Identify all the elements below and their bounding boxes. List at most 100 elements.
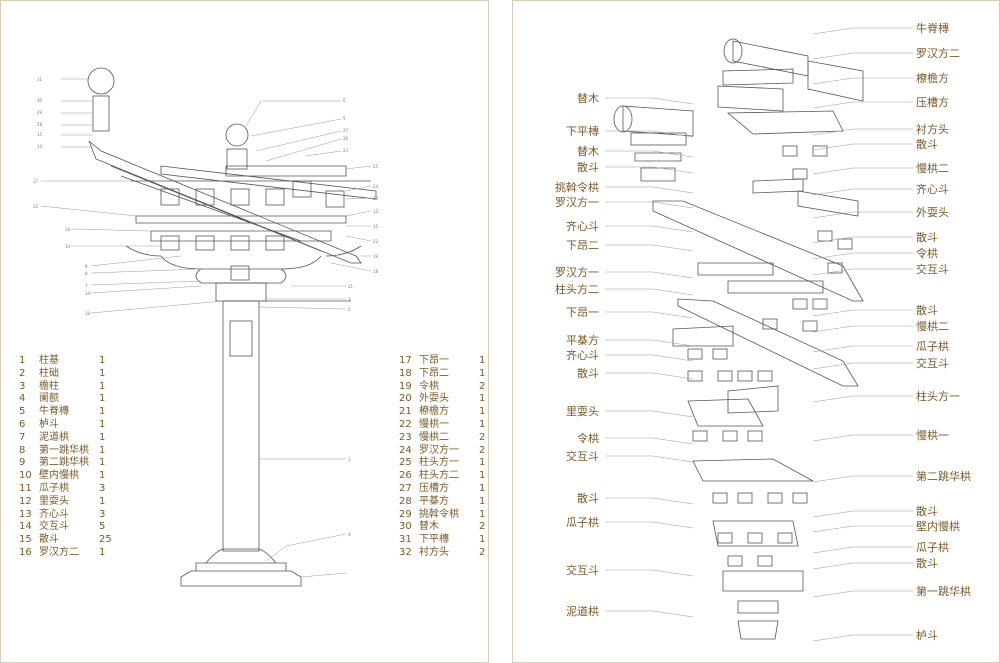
leader-line — [812, 562, 913, 570]
legend-num: 29 — [399, 508, 412, 520]
part-label: 第二跳华栱 — [916, 470, 971, 483]
legend-count: 2 — [479, 546, 486, 558]
legend-num: 15 — [19, 534, 32, 546]
legend-count: 3 — [99, 508, 106, 520]
leader-line — [812, 634, 913, 642]
leader-line — [605, 521, 694, 529]
lu-dou — [195, 268, 287, 284]
part-label: 外耍头 — [916, 206, 949, 219]
part-label: 交互斗 — [566, 564, 599, 577]
ling-gong — [125, 245, 362, 257]
liaoyan-fang — [160, 165, 377, 200]
legend-name: 衬方头 — [419, 546, 449, 558]
legend-num: 2 — [19, 367, 26, 379]
dou-cluster — [687, 145, 853, 567]
legend-count: 1 — [99, 367, 106, 379]
part-label: 令栱 — [577, 432, 599, 445]
legend-num: 17 — [399, 355, 412, 366]
callout-leader-lines — [40, 78, 372, 578]
legend-name: 泥道栱 — [39, 431, 69, 443]
legend-num: 18 — [399, 367, 412, 379]
leader-line — [812, 546, 913, 554]
legend-num: 7 — [19, 431, 26, 443]
leader-line — [605, 288, 694, 296]
leader-line — [812, 211, 913, 219]
leader-line — [605, 339, 694, 347]
callout-number: 5 — [343, 116, 346, 121]
legend-count: 1 — [99, 470, 106, 482]
huagong-1-part — [722, 570, 804, 592]
legend-num: 25 — [399, 457, 412, 469]
bineiman-gong-part — [712, 520, 799, 547]
legend-count: 2 — [479, 444, 486, 456]
li-shuatou-part — [687, 398, 764, 427]
callout-number: 27 — [343, 128, 349, 133]
dou-blocks — [160, 180, 345, 281]
leader-line — [812, 167, 913, 175]
legend-count: 1 — [479, 534, 486, 546]
column-tenon — [229, 320, 253, 357]
zhutou-fang-1-part — [727, 385, 779, 414]
part-label: 替木 — [577, 92, 599, 105]
part-label: 下昂一 — [566, 306, 599, 319]
leader-line — [812, 590, 913, 598]
column-foot — [205, 548, 277, 564]
column-capital — [215, 282, 267, 302]
leader-line — [812, 325, 913, 333]
legend-name: 齐心斗 — [39, 508, 69, 520]
leader-line — [812, 101, 913, 109]
zhutou-fang-2-part — [727, 280, 824, 294]
callout-number: 30 — [37, 98, 43, 103]
leader-line — [605, 186, 694, 194]
lu-dou-part — [737, 620, 779, 640]
legend-count: 1 — [479, 482, 486, 494]
legend-num: 32 — [399, 546, 412, 558]
leader-line — [812, 395, 913, 403]
legend-name: 壁内慢栱 — [39, 470, 79, 482]
part-label: 柱头方一 — [916, 390, 960, 403]
part-label: 散斗 — [916, 138, 938, 151]
legend-name: 柱头方一 — [419, 457, 459, 469]
part-label: 平棊方 — [566, 334, 599, 347]
callout-number: 21 — [348, 284, 354, 289]
leader-line — [812, 475, 913, 483]
leader-line — [605, 97, 694, 105]
leader-line — [812, 345, 913, 353]
legend-num: 22 — [399, 418, 412, 430]
part-label: 第一跳华栱 — [916, 585, 971, 598]
legend-name: 里耍头 — [39, 495, 69, 507]
legend-name: 令栱 — [419, 380, 439, 392]
part-label: 压槽方 — [916, 96, 949, 109]
part-label: 齐心斗 — [916, 183, 949, 196]
niuji-tuan — [225, 123, 249, 147]
callout-number: 2 — [348, 307, 351, 312]
leader-line — [605, 455, 694, 463]
xia-ang — [88, 140, 362, 264]
legend-count: 1 — [99, 355, 106, 366]
leader-line — [605, 130, 694, 138]
legend-num: 24 — [399, 444, 412, 456]
callout-number: 16 — [65, 227, 71, 232]
legend-num: 6 — [19, 418, 26, 430]
yacao-fang-part — [726, 110, 844, 135]
leader-line — [605, 201, 694, 209]
part-label: 散斗 — [916, 557, 938, 570]
legend-num: 21 — [399, 406, 412, 418]
legend-name: 散斗 — [39, 534, 59, 546]
part-label: 牛脊槫 — [916, 22, 949, 35]
leader-line — [812, 525, 913, 533]
legend-name: 下平槫 — [419, 534, 449, 546]
part-label: 慢栱二 — [916, 162, 949, 175]
callout-number: 17 — [33, 179, 39, 184]
legend-name: 柱础 — [39, 367, 59, 379]
legend-num: 16 — [19, 546, 32, 558]
leader-line — [812, 128, 913, 136]
callout-number: 22 — [373, 239, 379, 244]
